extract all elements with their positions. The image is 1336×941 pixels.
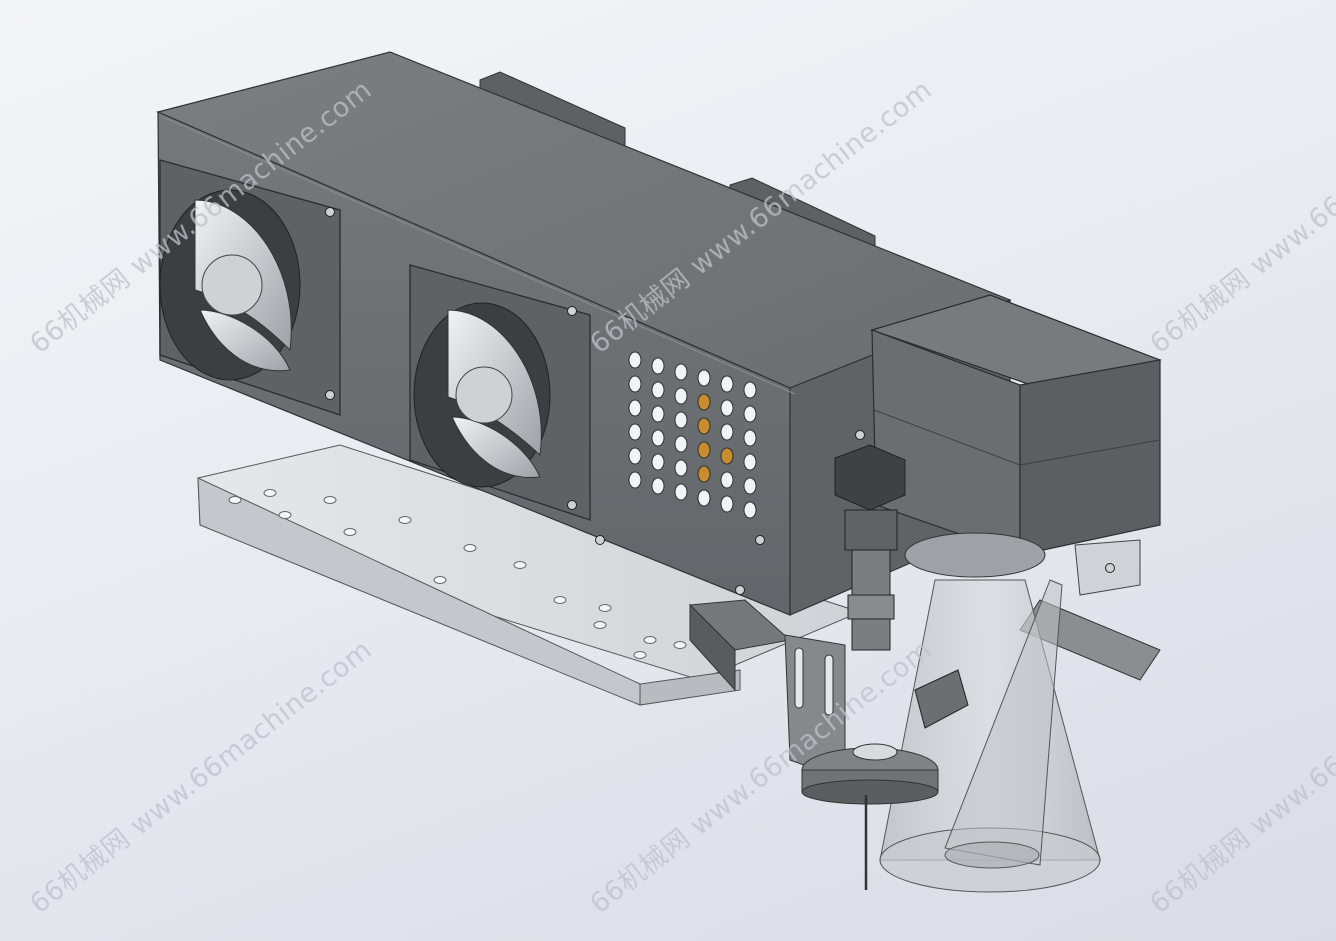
screw	[855, 430, 865, 440]
plate-hole	[673, 641, 687, 649]
vent-hole	[628, 423, 642, 441]
vent-hole	[697, 417, 711, 435]
plate-hole	[643, 636, 657, 644]
vent-hole	[651, 381, 665, 399]
vent-hole	[651, 477, 665, 495]
vent-hole	[720, 399, 734, 417]
vent-hole	[697, 489, 711, 507]
laser-cone-inner	[944, 579, 1063, 869]
vent-hole	[674, 435, 688, 453]
housing-screws	[325, 207, 1115, 595]
vent-hole	[743, 453, 757, 471]
front-fan-left	[159, 159, 341, 416]
vent-hole	[674, 459, 688, 477]
plate-hole	[398, 516, 412, 524]
screw	[567, 500, 577, 510]
vent-hole	[651, 405, 665, 423]
vent-hole	[628, 471, 642, 489]
vent-hole	[720, 471, 734, 489]
vent-hole	[743, 477, 757, 495]
screw	[1105, 563, 1115, 573]
vent-hole	[628, 375, 642, 393]
vent-hole	[720, 423, 734, 441]
plate-hole	[463, 544, 477, 552]
vent-hole	[628, 447, 642, 465]
vent-hole	[651, 453, 665, 471]
vent-hole	[651, 429, 665, 447]
vent-hole	[674, 387, 688, 405]
plate-hole	[553, 596, 567, 604]
vent-hole	[743, 381, 757, 399]
plate-holes	[228, 489, 687, 659]
vent-hole	[697, 441, 711, 459]
plate-hole	[323, 496, 337, 504]
vent-hole	[743, 405, 757, 423]
plate-hole	[343, 528, 357, 536]
vent-hole	[674, 411, 688, 429]
vent-hole-grid	[628, 351, 757, 519]
screw	[595, 535, 605, 545]
plate-hole	[633, 651, 647, 659]
vent-hole	[674, 483, 688, 501]
plate-hole	[228, 496, 242, 504]
screw	[567, 306, 577, 316]
vent-hole	[628, 351, 642, 369]
scan-lens	[904, 532, 1046, 578]
screw	[325, 207, 335, 217]
plate-hole	[278, 511, 292, 519]
vent-hole	[651, 357, 665, 375]
plate-hole	[598, 604, 612, 612]
vent-hole	[743, 501, 757, 519]
vent-hole	[743, 429, 757, 447]
vent-hole	[720, 375, 734, 393]
vent-hole	[720, 495, 734, 513]
front-fan-right	[409, 264, 591, 521]
plate-hole	[593, 621, 607, 629]
plate-hole	[433, 576, 447, 584]
vent-hole	[674, 363, 688, 381]
plate-hole	[513, 561, 527, 569]
scan-head-box	[870, 294, 1162, 556]
nozzle-assembly	[801, 743, 939, 890]
camera-assembly	[834, 444, 969, 729]
vent-hole	[720, 447, 734, 465]
screw	[325, 390, 335, 400]
vent-hole	[697, 369, 711, 387]
vent-hole	[628, 399, 642, 417]
plate-hole	[263, 489, 277, 497]
screw	[735, 585, 745, 595]
screw	[755, 535, 765, 545]
vent-hole	[697, 465, 711, 483]
vent-hole	[697, 393, 711, 411]
